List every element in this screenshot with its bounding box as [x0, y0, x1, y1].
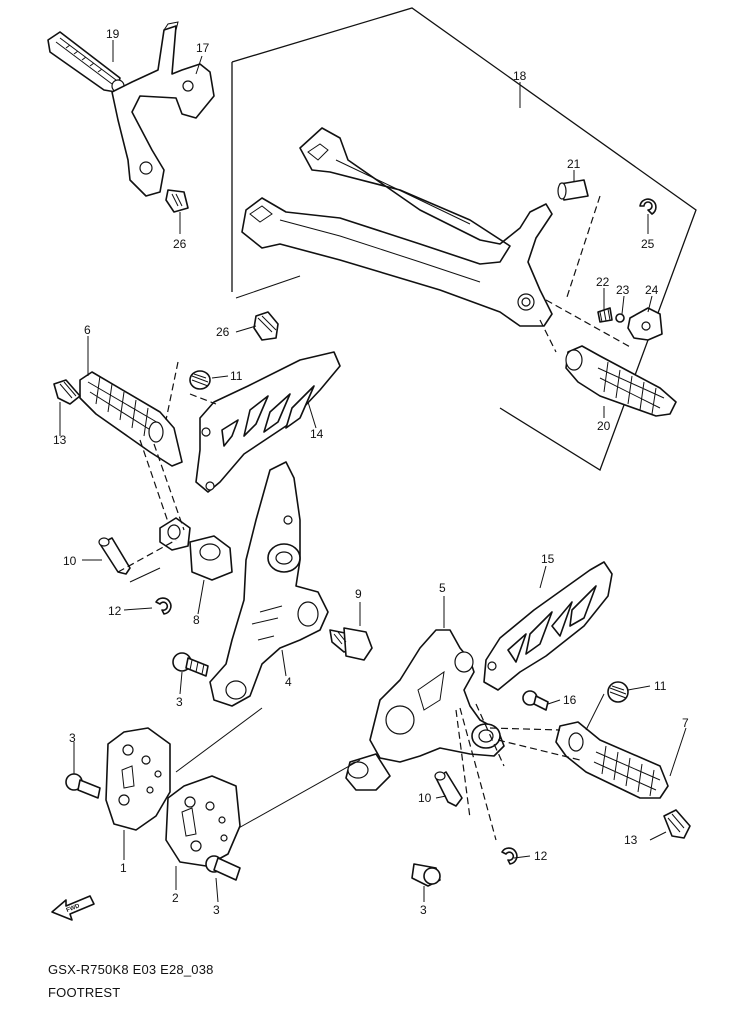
spring-22 — [597, 307, 613, 323]
footrest-bracket-4 — [209, 461, 329, 707]
diagram-title: FOOTREST — [48, 985, 121, 1000]
callout-21: 21 — [567, 157, 581, 171]
callout-23: 23 — [616, 283, 630, 297]
clip-25 — [639, 198, 657, 215]
bolt-13-left — [53, 379, 81, 405]
fwd-label: FWD — [66, 903, 82, 914]
callout-26-middle: 26 — [216, 325, 230, 339]
right-footpeg-7 — [555, 721, 669, 799]
bolt-13-right — [663, 809, 691, 839]
callout-11-upper: 11 — [230, 369, 243, 383]
clip-12-left — [155, 597, 172, 615]
callout-2: 2 — [172, 891, 179, 905]
callout-4: 4 — [285, 675, 292, 689]
callout-10-right: 10 — [418, 791, 432, 805]
assembly-lines-upper — [235, 195, 633, 353]
rear-footpeg-20 — [565, 345, 677, 417]
left-footpeg-6 — [79, 371, 183, 467]
bolt-3-upper — [172, 652, 209, 677]
callout-18: 18 — [513, 69, 527, 83]
callout-9: 9 — [355, 587, 362, 601]
callout-13-left: 13 — [53, 433, 67, 447]
plate-24 — [627, 307, 663, 341]
callout-3-upper: 3 — [176, 695, 183, 709]
bolt-9 — [329, 627, 373, 661]
diagram-model-code: GSX-R750K8 E03 E28_038 — [48, 962, 214, 977]
ball-23 — [615, 313, 625, 323]
callout-1: 1 — [120, 861, 127, 875]
callout-14: 14 — [310, 427, 324, 441]
callout-19: 19 — [106, 27, 120, 41]
pin-21 — [557, 179, 589, 201]
heel-plate-14 — [195, 351, 341, 493]
callout-12-left: 12 — [108, 604, 122, 618]
fwd-arrow-icon: FWD — [51, 895, 95, 921]
pin-10-left — [98, 537, 131, 575]
callout-3-bottom: 3 — [213, 903, 220, 917]
callout-6: 6 — [84, 323, 91, 337]
spring-11-upper — [189, 370, 211, 390]
callout-25: 25 — [641, 237, 655, 251]
pivot-8 — [159, 517, 233, 581]
footrest-plate-1 — [105, 727, 171, 831]
callout-numbers: 19 17 26 18 21 25 22 23 24 26 6 11 13 14… — [53, 27, 689, 917]
collar — [345, 753, 391, 791]
bolt-3-lower-right — [411, 863, 441, 887]
bolt-3-left — [65, 773, 101, 799]
callout-13-right: 13 — [624, 833, 638, 847]
bolt-3-bottom — [205, 855, 241, 881]
assembly-lines-right — [227, 693, 605, 841]
callout-17: 17 — [196, 41, 210, 55]
callout-16: 16 — [563, 693, 577, 707]
pin-10-right — [434, 771, 463, 807]
callout-24: 24 — [645, 283, 659, 297]
clip-12-right — [501, 847, 518, 865]
leader-lines — [59, 40, 687, 903]
footrest-plate-2 — [165, 775, 241, 867]
callout-3-left: 3 — [69, 731, 76, 745]
bolt-26-middle — [253, 311, 279, 341]
callout-15: 15 — [541, 552, 555, 566]
footrest-bracket-5 — [369, 629, 505, 763]
callout-20: 20 — [597, 419, 611, 433]
passenger-footrest-left — [47, 21, 215, 197]
bolt-26-upper — [165, 189, 189, 213]
bolt-16 — [522, 690, 549, 711]
callout-26-upper: 26 — [173, 237, 187, 251]
callout-10-left: 10 — [63, 554, 77, 568]
rear-footrest-assembly-frame — [231, 7, 697, 471]
spring-11-lower — [607, 681, 629, 703]
callout-8: 8 — [193, 613, 200, 627]
callout-7: 7 — [682, 716, 689, 730]
heel-plate-15 — [483, 561, 613, 691]
callout-22: 22 — [596, 275, 610, 289]
rear-footrest-bracket — [241, 127, 553, 327]
callout-12-right: 12 — [534, 849, 548, 863]
callout-5: 5 — [439, 581, 446, 595]
assembly-lines-left — [117, 361, 263, 773]
callout-3-lower-right: 3 — [420, 903, 427, 917]
callout-11-lower: 11 — [654, 679, 667, 693]
